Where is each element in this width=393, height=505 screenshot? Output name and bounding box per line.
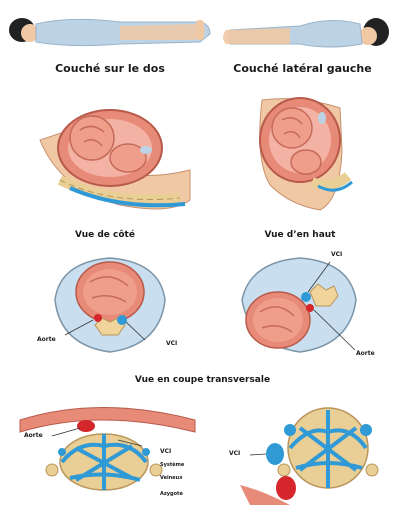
label-vci: VCI bbox=[331, 251, 342, 258]
caption-left-lateral: Couché latéral gauche bbox=[215, 62, 390, 75]
spine-detail-right-figure bbox=[240, 408, 378, 505]
label-aorta: Aorte bbox=[37, 336, 56, 343]
caption-top-view: Vue d’en haut bbox=[245, 230, 355, 240]
left-lateral-woman-figure bbox=[223, 18, 389, 47]
caption-supine: Couché sur le dos bbox=[40, 62, 180, 75]
label-vci: VCI bbox=[229, 450, 240, 457]
top-view-figure bbox=[260, 98, 352, 210]
label-vci: VCI bbox=[166, 340, 177, 347]
label-aorta: Aorte bbox=[356, 350, 375, 357]
cross-section-right-figure bbox=[242, 258, 356, 352]
label-azygos: Azygote bbox=[160, 491, 183, 497]
label-venous-system: Système bbox=[160, 462, 184, 468]
label-venous-system: Veineux bbox=[160, 475, 182, 481]
cross-section-left-figure bbox=[55, 258, 165, 352]
side-view-figure bbox=[40, 110, 190, 209]
label-aorta: Aorte bbox=[24, 432, 43, 439]
caption-cross-section: Vue en coupe transversale bbox=[110, 375, 295, 385]
supine-woman-figure bbox=[9, 18, 210, 46]
label-vci: VCI bbox=[160, 448, 171, 455]
caption-side-view: Vue de côté bbox=[55, 230, 155, 240]
